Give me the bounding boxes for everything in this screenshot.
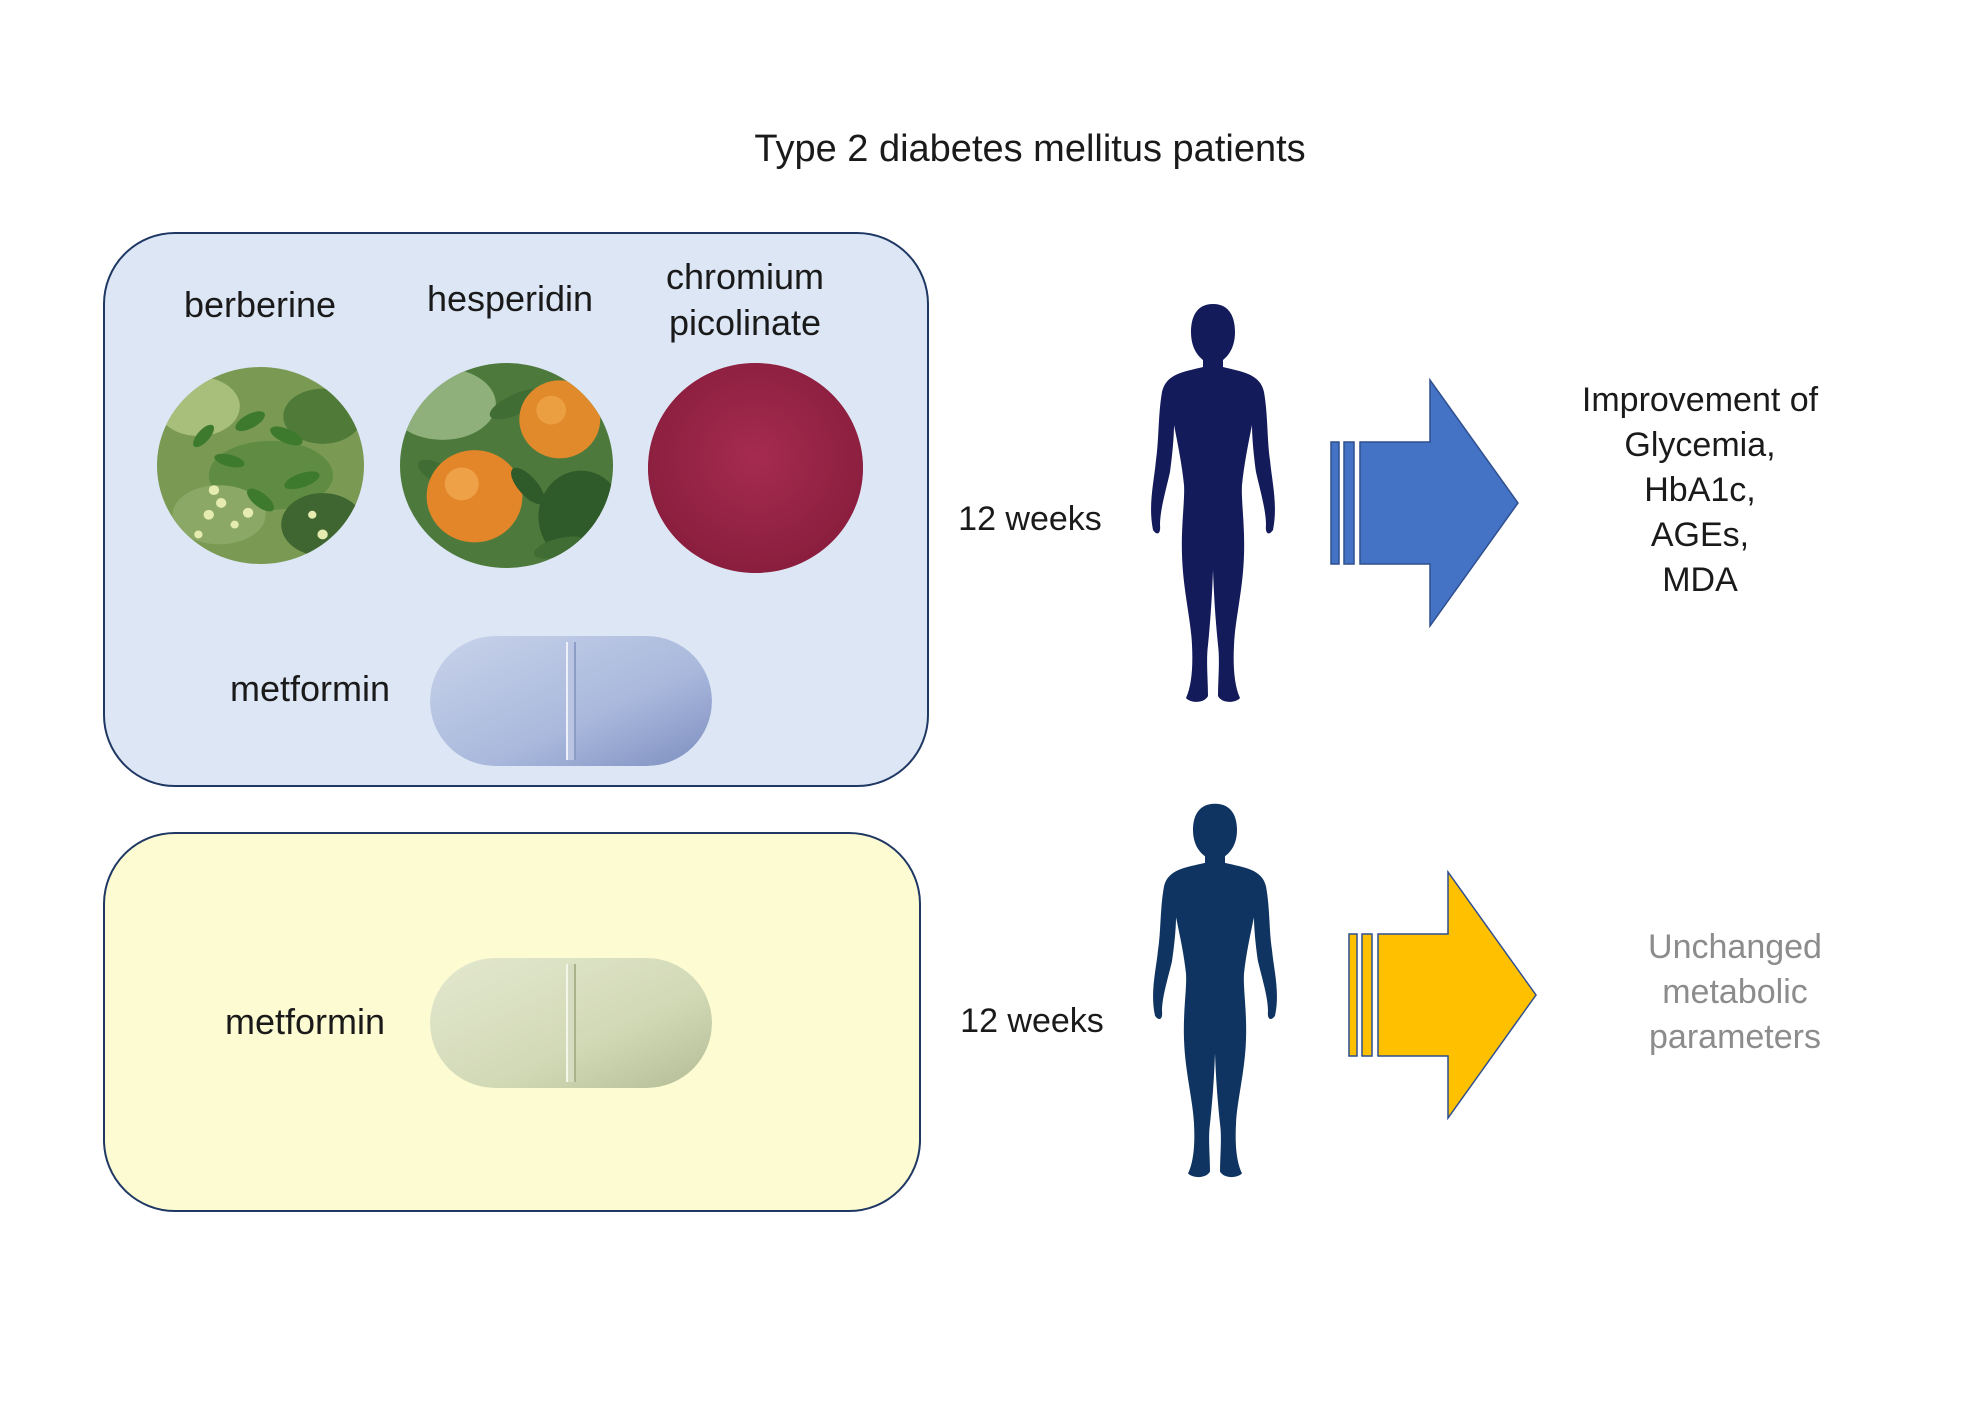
chromium-label-line1: chromium <box>665 256 825 297</box>
outcome-line: Glycemia, <box>1624 426 1776 464</box>
outcome-line: MDA <box>1662 561 1738 599</box>
hesperidin-orange-image <box>400 363 613 568</box>
control-outcome-arrow <box>1348 870 1537 1120</box>
chromium-picolinate-image <box>648 363 863 573</box>
control-duration-label: 12 weeks <box>960 1002 1104 1040</box>
control-metformin-label: metformin <box>224 1001 386 1042</box>
outcome-line: metabolic <box>1662 973 1808 1011</box>
control-outcome-text: Unchanged metabolic parameters <box>1595 925 1875 1060</box>
berberine-label: berberine <box>183 284 337 325</box>
chromium-label-line2: picolinate <box>668 302 822 343</box>
hesperidin-label: hesperidin <box>426 278 594 319</box>
treatment-outcome-arrow <box>1330 378 1519 628</box>
treatment-metformin-pill <box>430 636 712 766</box>
treatment-outcome-text: Improvement of Glycemia, HbA1c, AGEs, MD… <box>1545 378 1855 603</box>
berberine-plant-image <box>157 367 364 564</box>
outcome-line: Unchanged <box>1648 928 1822 966</box>
outcome-line: AGEs, <box>1650 516 1750 554</box>
control-metformin-pill <box>430 958 712 1088</box>
treatment-patient-figure <box>1151 304 1275 702</box>
control-patient-figure <box>1153 803 1277 1178</box>
diagram-title: Type 2 diabetes mellitus patients <box>754 128 1306 170</box>
outcome-line: parameters <box>1649 1018 1821 1056</box>
outcome-line: HbA1c, <box>1644 471 1756 509</box>
treatment-metformin-label: metformin <box>229 668 391 709</box>
chromium-picolinate-label: chromium picolinate <box>640 254 850 346</box>
outcome-line: Improvement of <box>1581 381 1819 419</box>
treatment-duration-label: 12 weeks <box>958 500 1102 538</box>
